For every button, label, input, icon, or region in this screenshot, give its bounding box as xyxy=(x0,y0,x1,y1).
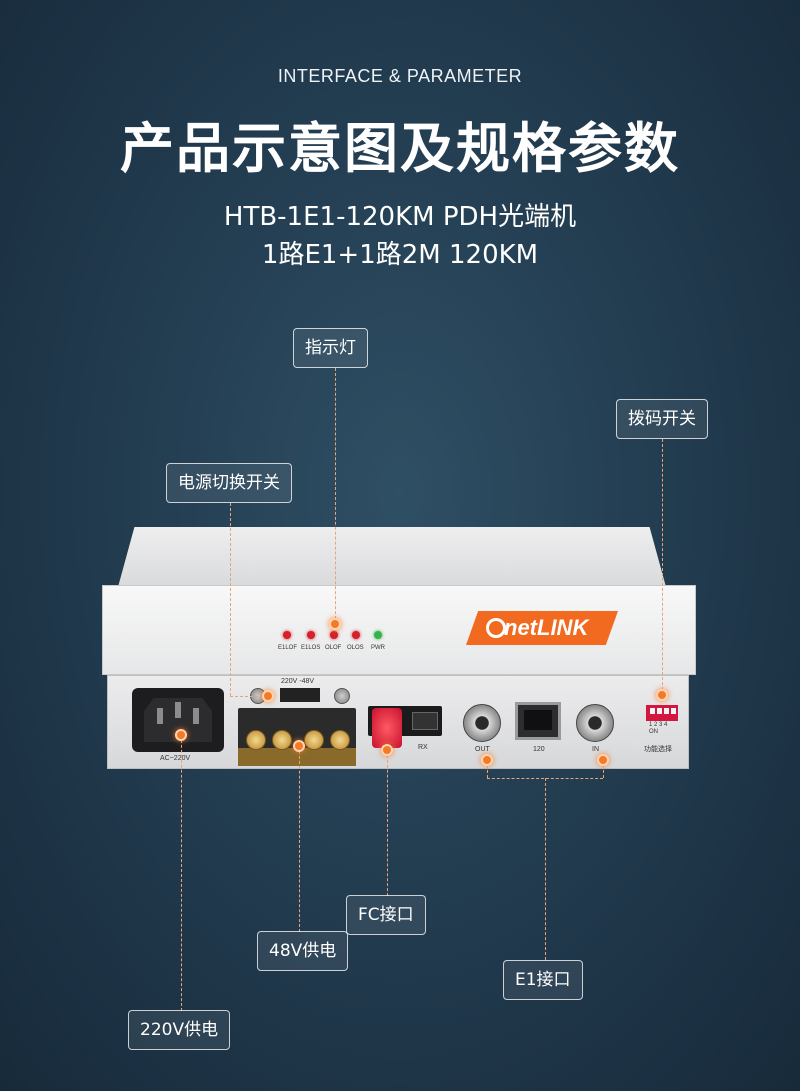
indicator-marker-icon xyxy=(329,618,341,630)
led-group: E1LOF E1LOS OLOF OLOS PWR xyxy=(278,631,393,657)
ac-label: AC~220V xyxy=(160,755,191,762)
led-label: E1LOS xyxy=(301,645,321,651)
subtitle-en: INTERFACE & PARAMETER xyxy=(277,66,523,86)
rj45-label: 120 xyxy=(533,746,545,753)
callout-fc-port: FC接口 xyxy=(346,895,426,935)
callout-e1-port: E1接口 xyxy=(503,960,583,1000)
ac-pin-icon xyxy=(157,708,163,724)
dc-marker-icon xyxy=(293,740,305,752)
callout-power-switch: 电源切换开关 xyxy=(166,463,292,503)
dip-marker-icon xyxy=(656,689,668,701)
leader-line-switch xyxy=(230,503,231,696)
led-e1lof-icon xyxy=(283,631,291,639)
terminal-screw-icon xyxy=(246,730,266,750)
led-olos-icon xyxy=(352,631,360,639)
led-e1los-icon xyxy=(307,631,315,639)
leader-line-fc xyxy=(387,750,388,896)
ac-pin-icon xyxy=(175,702,181,718)
leader-line-e1 xyxy=(545,778,546,960)
fc-rx-label: RX xyxy=(418,744,428,751)
bnc-out-label: OUT xyxy=(475,746,490,753)
led-label: OLOS xyxy=(347,645,364,651)
callout-dip-switch: 拨码开关 xyxy=(616,399,708,439)
fc-rx-socket xyxy=(412,712,438,730)
bnc-in-label: IN xyxy=(592,746,599,753)
fc-connector-icon xyxy=(372,708,402,748)
dip-on-label: ON xyxy=(649,729,658,735)
dip-toggle-icon xyxy=(650,708,655,714)
power-selector-switch[interactable] xyxy=(280,688,320,702)
ac-marker-icon xyxy=(175,729,187,741)
callout-dc-power: 48V供电 xyxy=(257,931,349,971)
e1-out-marker-icon xyxy=(481,754,493,766)
bnc-out-connector-icon xyxy=(463,704,501,742)
dip-toggle-icon xyxy=(671,708,676,714)
leader-line-e1-l xyxy=(487,760,488,778)
leader-line-switch-h xyxy=(230,696,268,697)
switch-label: 220V -48V xyxy=(281,678,315,685)
netlink-logo-icon xyxy=(486,618,506,638)
leader-line-dip xyxy=(662,439,663,695)
fc-marker-icon xyxy=(381,744,393,756)
model-line-2: 1路E1+1路2M 120KM xyxy=(261,240,539,270)
screw-icon xyxy=(334,688,350,704)
netlink-logo: netLINK xyxy=(466,611,618,645)
terminal-screw-icon xyxy=(272,730,292,750)
page-title: 产品示意图及规格参数 xyxy=(120,117,680,180)
switch-marker-icon xyxy=(262,690,274,702)
led-label: E1LOF xyxy=(278,645,298,651)
dip-numbers: 1 2 3 4 xyxy=(649,722,668,728)
callout-ac-power: 220V供电 xyxy=(128,1010,231,1050)
leader-line-e1-r xyxy=(603,760,604,778)
terminal-screw-icon xyxy=(304,730,324,750)
bnc-in-connector-icon xyxy=(576,704,614,742)
dip-toggle-icon xyxy=(657,708,662,714)
led-pwr-icon xyxy=(374,631,382,639)
rj45-socket-icon xyxy=(524,710,552,730)
terminal-base xyxy=(238,748,356,766)
leader-line-indicator xyxy=(335,368,336,624)
leader-line-dc xyxy=(299,746,300,932)
model-line-1: HTB-1E1-120KM PDH光端机 xyxy=(223,202,577,232)
callout-indicator: 指示灯 xyxy=(293,328,368,368)
terminal-screw-icon xyxy=(330,730,350,750)
dip-toggle-icon xyxy=(664,708,669,714)
e1-in-marker-icon xyxy=(597,754,609,766)
device-top-cover xyxy=(118,527,666,587)
led-olof-icon xyxy=(330,631,338,639)
ac-pin-icon xyxy=(193,708,199,724)
led-label: OLOF xyxy=(325,645,342,651)
led-label: PWR xyxy=(371,645,385,651)
dip-function-label: 功能选择 xyxy=(644,746,672,753)
leader-line-ac xyxy=(181,735,182,1011)
